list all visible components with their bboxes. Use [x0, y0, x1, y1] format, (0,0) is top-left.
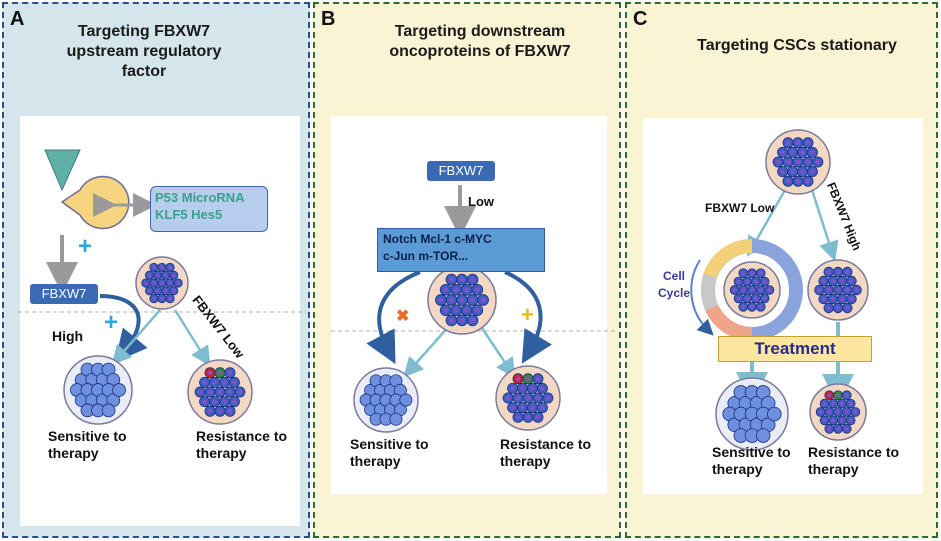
plus-icon-b: +: [521, 302, 534, 327]
dish-top-b: [427, 265, 497, 335]
cell-cycle-arrow: [690, 259, 714, 336]
oncoproteins-box: Notch Mcl-1 c-MYC c-Jun m-TOR...: [377, 228, 545, 272]
panel-a: A Targeting FBXW7 upstream regulatory fa…: [2, 2, 310, 538]
arrow-high-c: [810, 189, 839, 262]
label-cell-cycle: Cell Cycle: [658, 269, 691, 300]
arrow-resistance-b: [478, 324, 516, 379]
dish-sensitive-c: [715, 377, 789, 451]
label-resistance-c: Resistance to therapy: [808, 444, 900, 477]
fbxw7-box-a: FBXW7: [30, 284, 98, 304]
dish-sensitive-a: [63, 355, 133, 425]
arrow-low-c: [747, 189, 787, 257]
arrow-block-b: [366, 270, 421, 365]
plus-icon-a1: +: [78, 233, 93, 260]
dish-cycle-c: [723, 261, 781, 319]
arrow-promote-b: [504, 270, 552, 364]
fbxw7-box-b: FBXW7: [427, 161, 495, 181]
label-resistance-a: Resistance to therapy: [196, 428, 288, 461]
label-sensitive-b: Sensitive to therapy: [350, 436, 429, 469]
receptor-pacman-icon: [60, 175, 130, 230]
panel-b-letter: B: [321, 8, 336, 30]
label-sensitive-c: Sensitive to therapy: [712, 444, 791, 477]
dish-resistance-a: [187, 359, 253, 425]
treatment-bar: Treatment: [718, 336, 872, 362]
regulators-box: P53 MicroRNA KLF5 Hes5: [150, 186, 268, 232]
panel-c-letter: C: [633, 8, 648, 30]
dish-top-a: [135, 256, 189, 310]
panel-b-title: Targeting downstream oncoproteins of FBX…: [389, 23, 571, 60]
cross-icon: ✖: [396, 308, 410, 325]
label-sensitive-a: Sensitive to therapy: [48, 428, 127, 461]
panel-a-letter: A: [10, 8, 25, 30]
dish-resistance-c: [809, 383, 867, 441]
label-high-a: High: [52, 328, 84, 344]
arrow-sensitive-b: [403, 324, 451, 378]
ligand-triangle-icon: [44, 149, 81, 192]
cell-cycle-seg-salmon: [705, 304, 753, 341]
cell-cycle-seg-grey: [700, 273, 719, 311]
dish-high-c: [807, 259, 869, 321]
panel-c-title: Targeting CSCs stationary: [697, 37, 897, 54]
dish-resistance-b: [495, 365, 561, 431]
dish-top-c: [765, 129, 831, 195]
panel-a-card: [20, 116, 300, 526]
dish-sensitive-b: [353, 367, 419, 433]
label-low-b: Low: [468, 194, 494, 209]
plus-icon-a2: +: [104, 309, 119, 336]
label-resistance-b: Resistance to therapy: [500, 436, 592, 469]
label-fbxw7-low-c: FBXW7 Low: [705, 201, 775, 215]
arrow-sensitive-a: [111, 309, 161, 366]
panel-a-title: Targeting FBXW7 upstream regulatory fact…: [66, 23, 222, 80]
cell-cycle-seg-yellow: [703, 238, 753, 279]
arrow-resistance-a: [173, 309, 211, 367]
